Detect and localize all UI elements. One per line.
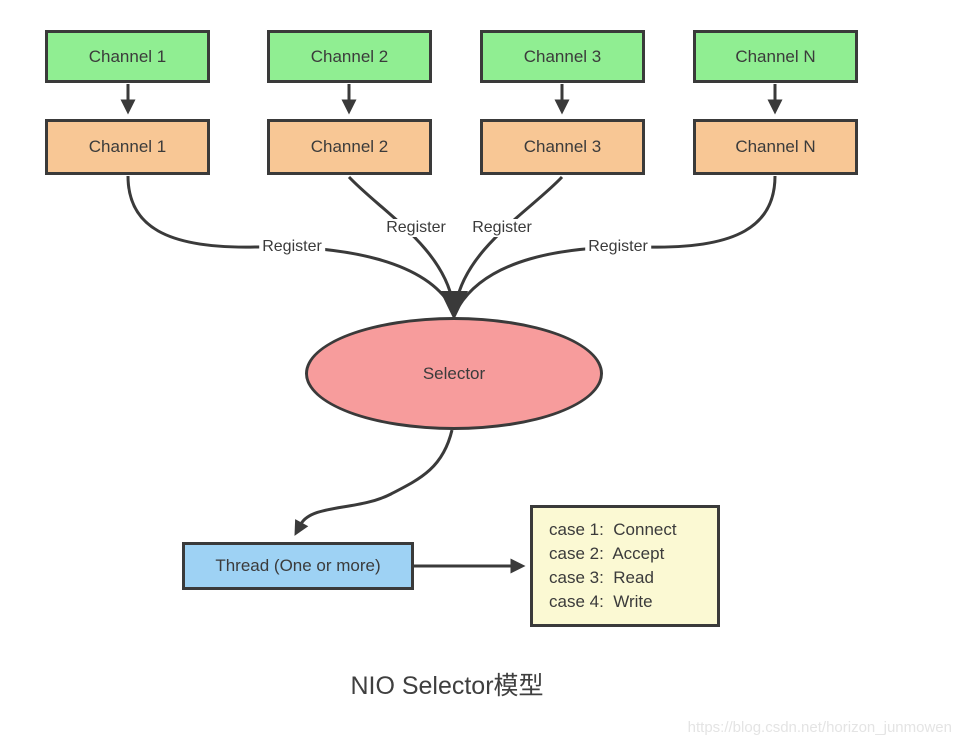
channel-registered-1-label: Channel 1 (88, 137, 167, 156)
channel-source-2: Channel 2 (267, 30, 432, 83)
diagram-title: NIO Selector模型 (350, 672, 544, 700)
curve-selector-to-thread (294, 429, 454, 536)
register-label-1: Register (259, 238, 325, 256)
thread-label: Thread (One or more) (215, 556, 381, 575)
register-label-2: Register (383, 219, 449, 237)
channel-registered-2: Channel 2 (267, 119, 432, 175)
case-line-2: case 2: Accept (549, 544, 665, 563)
selector-ellipse: Selector (305, 317, 603, 430)
channel-registered-n-label: Channel N (735, 137, 816, 156)
register-label-3: Register (469, 219, 535, 237)
channel-registered-n: Channel N (693, 119, 858, 175)
channel-source-1-label: Channel 1 (88, 46, 167, 66)
register-curve-3 (454, 175, 564, 305)
channel-source-2-label: Channel 2 (310, 46, 389, 66)
watermark-url: https://blog.csdn.net/horizon_junmowen (687, 719, 952, 736)
register-label-4: Register (585, 238, 651, 256)
selector-label: Selector (422, 363, 486, 383)
thread-box: Thread (One or more) (182, 542, 414, 590)
channel-source-1: Channel 1 (45, 30, 210, 83)
channel-source-3: Channel 3 (480, 30, 645, 83)
case-box: case 1: Connect case 2: Accept case 3: R… (530, 505, 720, 627)
channel-registered-3: Channel 3 (480, 119, 645, 175)
channel-registered-1: Channel 1 (45, 119, 210, 175)
case-line-4: case 4: Write (549, 592, 653, 611)
register-curve-2 (347, 175, 455, 305)
case-line-3: case 3: Read (549, 568, 654, 587)
register-curve-1 (126, 175, 453, 307)
converge-arrowhead (440, 291, 468, 320)
channel-registered-3-label: Channel 3 (523, 137, 602, 156)
case-line-1: case 1: Connect (549, 520, 677, 539)
channel-source-n-label: Channel N (735, 46, 816, 66)
channel-source-n: Channel N (693, 30, 858, 83)
channel-source-3-label: Channel 3 (523, 46, 602, 66)
channel-registered-2-label: Channel 2 (310, 137, 389, 156)
